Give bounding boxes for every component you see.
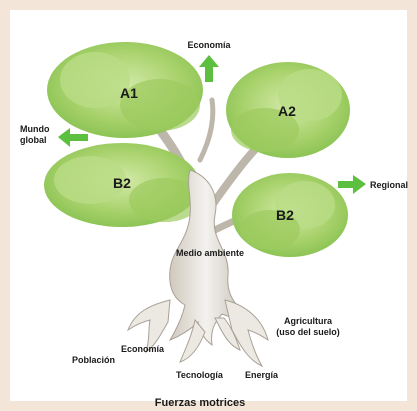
label-poblacion: Población (72, 355, 115, 366)
caption: Fuerzas motrices (155, 397, 245, 409)
label-b2-left: B2 (113, 175, 131, 191)
label-mundo: Mundo (20, 124, 50, 135)
label-energia: Energía (245, 370, 278, 381)
label-global: global (20, 135, 50, 146)
label-economia-root: Economía (121, 344, 164, 355)
label-a2: A2 (278, 103, 296, 119)
label-regional: Regional (370, 180, 408, 191)
label-a1: A1 (120, 85, 138, 101)
label-agricultura-line2: (uso del suelo) (276, 327, 340, 338)
label-b2-right: B2 (276, 207, 294, 223)
arrow-right-icon (338, 175, 366, 194)
label-agricultura: Agricultura (uso del suelo) (276, 316, 340, 338)
arrow-up-icon (199, 55, 219, 82)
label-medio-ambiente: Medio ambiente (176, 248, 244, 259)
label-tecnologia: Tecnología (176, 370, 223, 381)
label-agricultura-line1: Agricultura (276, 316, 340, 327)
label-economia-top: Economía (187, 40, 230, 51)
label-mundo-global: Mundo global (20, 124, 50, 146)
arrow-left-icon (58, 128, 88, 147)
